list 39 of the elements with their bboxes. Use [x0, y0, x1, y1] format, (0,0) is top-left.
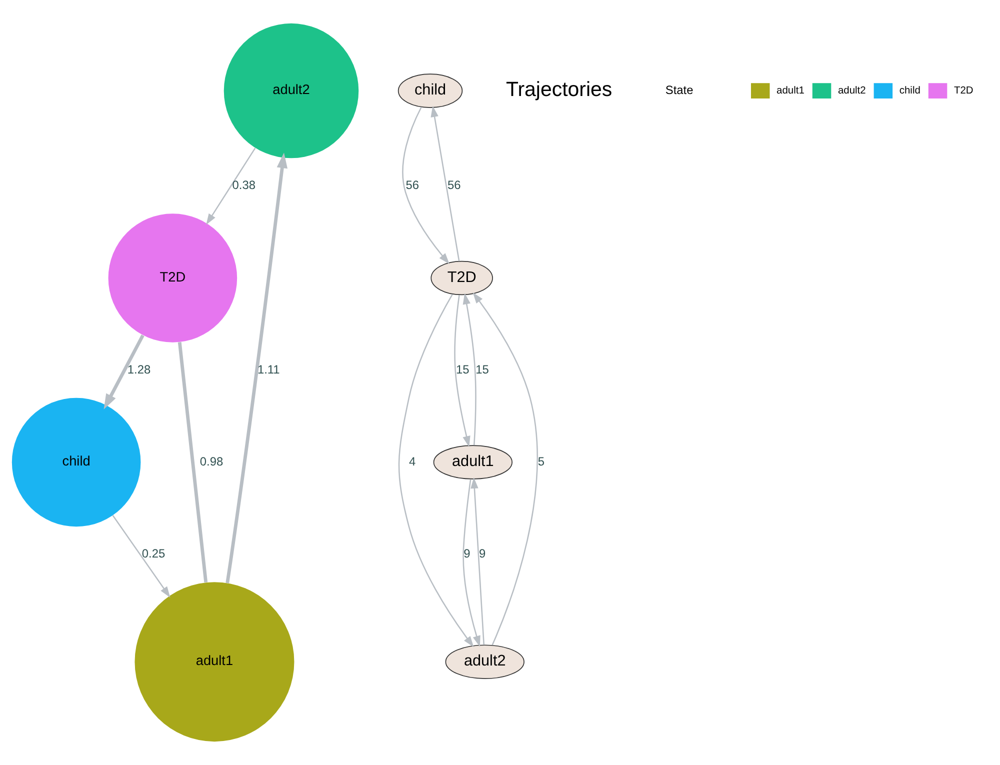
arrow [472, 292, 538, 646]
node-circle: child [12, 398, 141, 527]
edge-label: 9 [478, 546, 486, 561]
node-circle: adult1 [134, 582, 294, 742]
arrow [402, 106, 450, 264]
edge-label: 4 [409, 454, 416, 468]
arrow [454, 295, 470, 448]
label: State [665, 82, 694, 97]
edge-label: 15 [476, 362, 489, 376]
arrow [206, 148, 256, 225]
edge-label: 15 [456, 362, 470, 376]
label: Trajectories [506, 78, 612, 102]
edge-label: 0.38 [232, 178, 256, 192]
edge-label: 5 [538, 454, 544, 468]
node-circle: adult2 [224, 23, 359, 158]
arrow [430, 106, 460, 262]
edge-label: 0.98 [200, 454, 224, 468]
edge-label: 56 [406, 178, 419, 192]
edge-label: 0.25 [142, 546, 166, 561]
node-ellipse: adult1 [433, 445, 513, 480]
legend-label: child [899, 85, 920, 96]
arrow [398, 294, 474, 648]
arrow [462, 293, 476, 446]
edge-label: 56 [448, 178, 461, 192]
node-ellipse: child [398, 74, 463, 108]
edge-label: 1.28 [127, 362, 151, 376]
edge-label: 1.11 [257, 362, 280, 376]
arrow [470, 477, 485, 645]
node-ellipse: T2D [430, 260, 493, 296]
arrow [112, 514, 170, 598]
arrow [462, 479, 480, 647]
arrow [226, 152, 288, 584]
legend-label: adult2 [838, 85, 866, 96]
edge-label: 9 [464, 546, 470, 561]
arrow [104, 334, 144, 410]
legend-label: T2D [954, 85, 974, 96]
connector [178, 342, 208, 582]
node-ellipse: adult2 [445, 644, 524, 679]
legend-label: adult1 [776, 85, 804, 96]
